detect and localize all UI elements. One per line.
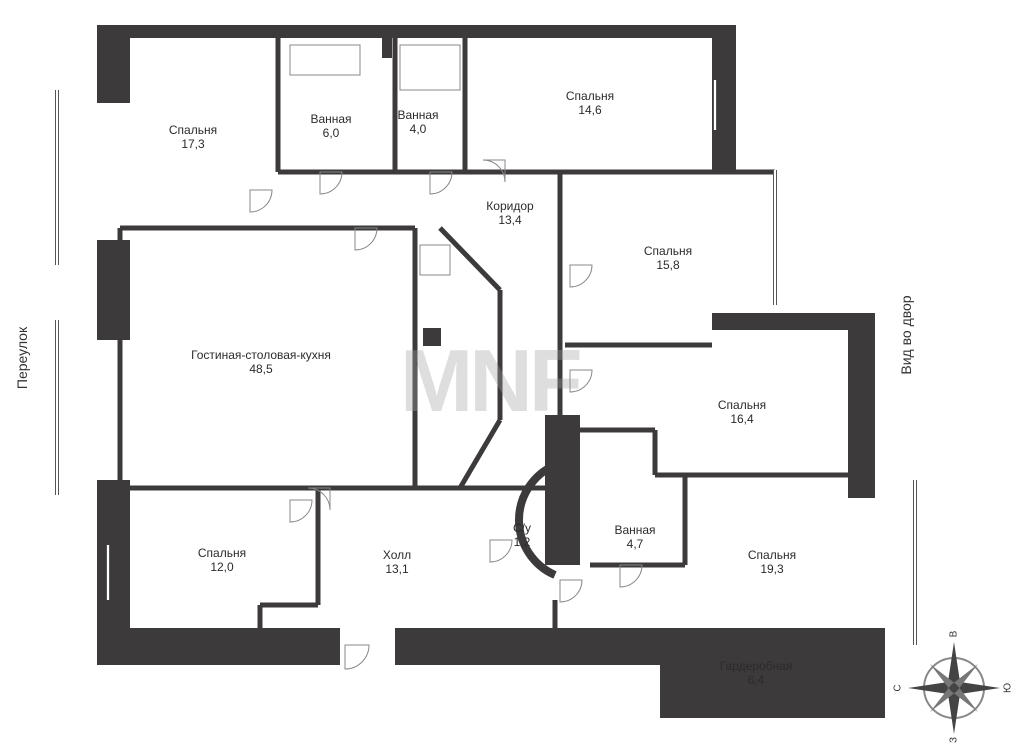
room-area: 13,1 xyxy=(385,562,409,576)
wall xyxy=(660,628,885,718)
wall xyxy=(712,313,875,330)
room-name: Коридор xyxy=(486,199,534,213)
room-name: Спальня xyxy=(197,546,247,560)
room-name: Ванная xyxy=(310,112,352,126)
room-name: Гостиная-столовая-кухня xyxy=(191,348,331,362)
room-area: 1,2 xyxy=(513,535,531,549)
watermark: MNF xyxy=(400,331,583,430)
room-name: Спальня xyxy=(168,123,218,137)
room-name: Спальня xyxy=(643,244,693,258)
fixture xyxy=(289,44,361,76)
compass-west: З xyxy=(948,736,960,744)
partition-wall xyxy=(457,418,503,490)
door-swing xyxy=(482,159,506,183)
room-area: 13,4 xyxy=(498,213,522,227)
door-swing xyxy=(429,171,453,195)
room-area: 48,5 xyxy=(249,362,273,376)
room-area: 12,0 xyxy=(210,560,234,574)
wall xyxy=(382,30,392,58)
compass-rose-icon xyxy=(908,642,1000,734)
room-area: 15,8 xyxy=(656,258,680,272)
door-swing xyxy=(344,644,370,670)
partition-wall xyxy=(438,226,502,292)
door-swing xyxy=(569,264,593,288)
room-area: 19,3 xyxy=(760,562,784,576)
door-swing xyxy=(619,564,643,588)
courtyard-label: Вид во двор xyxy=(898,295,914,375)
column xyxy=(423,328,441,346)
room-name: С/у xyxy=(513,521,531,535)
wc-curved-wall xyxy=(514,461,557,579)
door-swing xyxy=(569,369,593,393)
room-name: Спальня xyxy=(747,548,797,562)
door-swing xyxy=(354,227,378,251)
room-name: Ванная xyxy=(614,523,656,537)
compass-rose-icon xyxy=(930,664,978,712)
room-area: 16,4 xyxy=(730,412,754,426)
room-name: Гардеробная xyxy=(719,659,793,673)
room-name: Ванная xyxy=(397,108,439,122)
wall xyxy=(97,240,130,340)
room-area: 4,0 xyxy=(409,122,427,136)
door-swing xyxy=(559,579,583,603)
wall xyxy=(848,313,875,498)
compass-east: В xyxy=(948,630,960,638)
room-area: 6,0 xyxy=(322,126,340,140)
room-area: 4,7 xyxy=(626,537,644,551)
door-swing xyxy=(249,189,273,213)
door-swing xyxy=(319,171,343,195)
wall xyxy=(555,415,580,565)
street-label: Переулок xyxy=(14,326,30,390)
compass-south: Ю xyxy=(1002,682,1014,694)
compass-north: С xyxy=(892,684,904,692)
fixture xyxy=(399,44,461,91)
wall xyxy=(97,25,736,38)
room-area: 14,6 xyxy=(578,103,602,117)
wall xyxy=(97,25,130,103)
room-name: Спальня xyxy=(565,89,615,103)
wall xyxy=(395,628,690,665)
room-name: Холл xyxy=(382,548,412,562)
door-swing xyxy=(307,487,331,511)
room-area: 6,4 xyxy=(747,673,765,687)
room-name: Спальня xyxy=(717,398,767,412)
fixture xyxy=(419,244,451,276)
wall xyxy=(97,628,340,665)
door-swing xyxy=(489,539,513,563)
room-area: 17,3 xyxy=(181,137,205,151)
door-swing xyxy=(289,499,313,523)
